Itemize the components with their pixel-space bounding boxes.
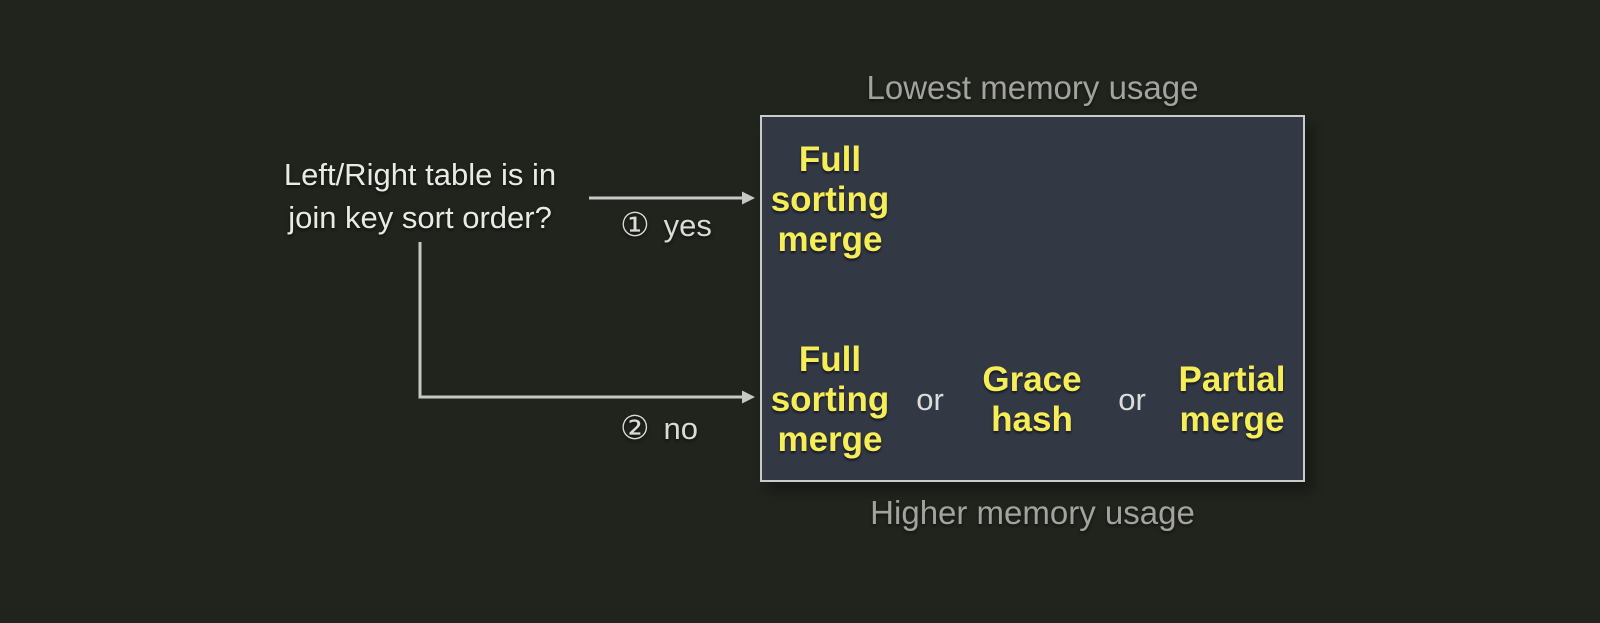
branch-yes-text: yes xyxy=(663,208,712,243)
question-line-1: Left/Right table is in xyxy=(283,157,557,192)
branch-label-no: ② no xyxy=(620,410,698,447)
or-separator-1: or xyxy=(916,382,944,417)
question-text: Left/Right table is in join key sort ord… xyxy=(170,153,670,239)
or-separator-2: or xyxy=(1118,382,1146,417)
memory-label-lowest: Lowest memory usage xyxy=(866,69,1199,106)
algorithm-full-sorting-merge-sorted: Full sorting merge xyxy=(770,140,890,259)
algorithm-full-sorting-merge-unsorted: Full sorting merge xyxy=(770,340,890,459)
algorithm-grace-hash: Grace hash xyxy=(982,360,1082,439)
algorithm-partial-merge: Partial merge xyxy=(1178,360,1286,439)
memory-label-higher: Higher memory usage xyxy=(870,494,1195,531)
question-line-2: join key sort order? xyxy=(288,200,552,235)
branch-label-yes: ① yes xyxy=(620,207,712,244)
branch-no-text: no xyxy=(663,411,699,446)
no-arrow xyxy=(418,242,755,404)
circled-one-marker: ① xyxy=(620,206,650,243)
circled-two-marker: ② xyxy=(619,409,650,446)
algorithm-box: Full sorting merge Full sorting merge or… xyxy=(760,115,1305,482)
